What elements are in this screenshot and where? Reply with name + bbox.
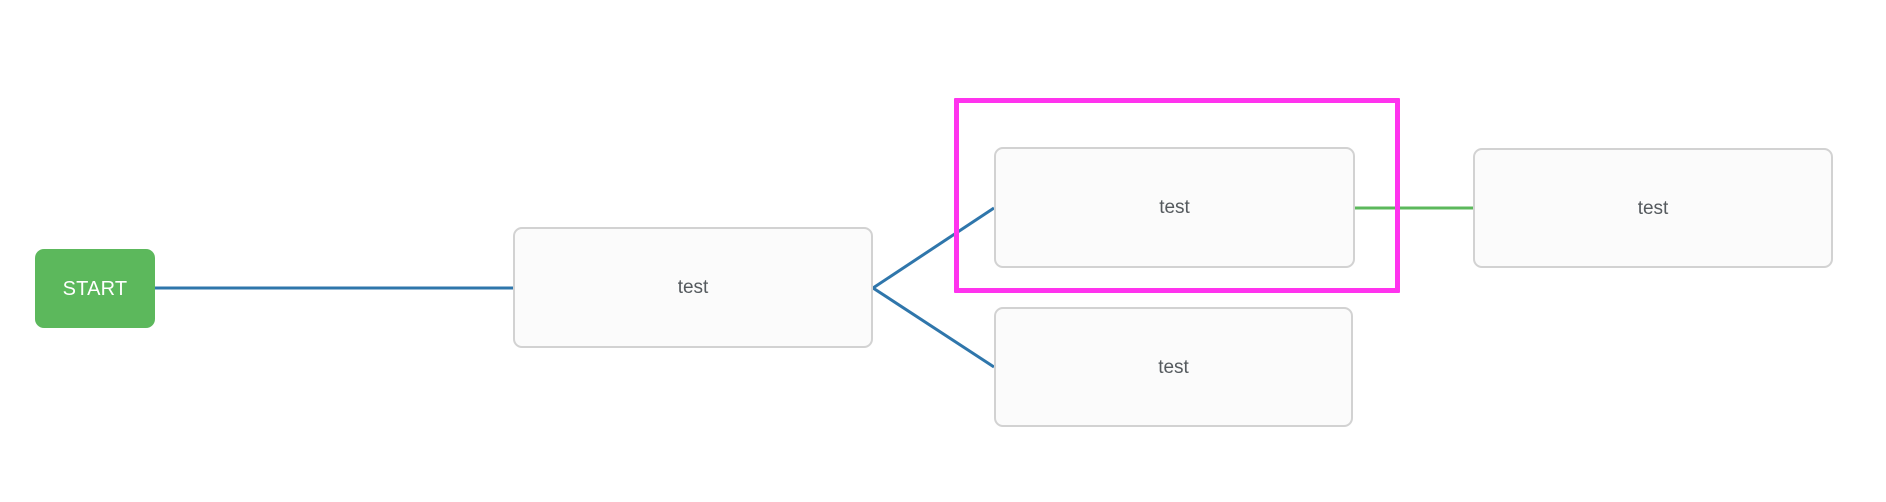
edge-task-1-to-task-3 [872, 286, 995, 369]
node-task-1[interactable]: test [513, 227, 873, 348]
selection-highlight-box[interactable] [954, 98, 1400, 293]
node-start-label: START [62, 277, 128, 300]
node-task-2[interactable]: test [994, 147, 1355, 268]
node-task-3[interactable]: test [994, 307, 1353, 427]
node-task-1-label: test [677, 277, 709, 298]
node-task-4-label: test [1637, 197, 1669, 219]
node-task-4[interactable]: test [1473, 148, 1833, 268]
node-task-2-label: test [1159, 197, 1190, 218]
node-start[interactable]: START [35, 249, 155, 328]
node-task-3-label: test [1158, 356, 1189, 378]
